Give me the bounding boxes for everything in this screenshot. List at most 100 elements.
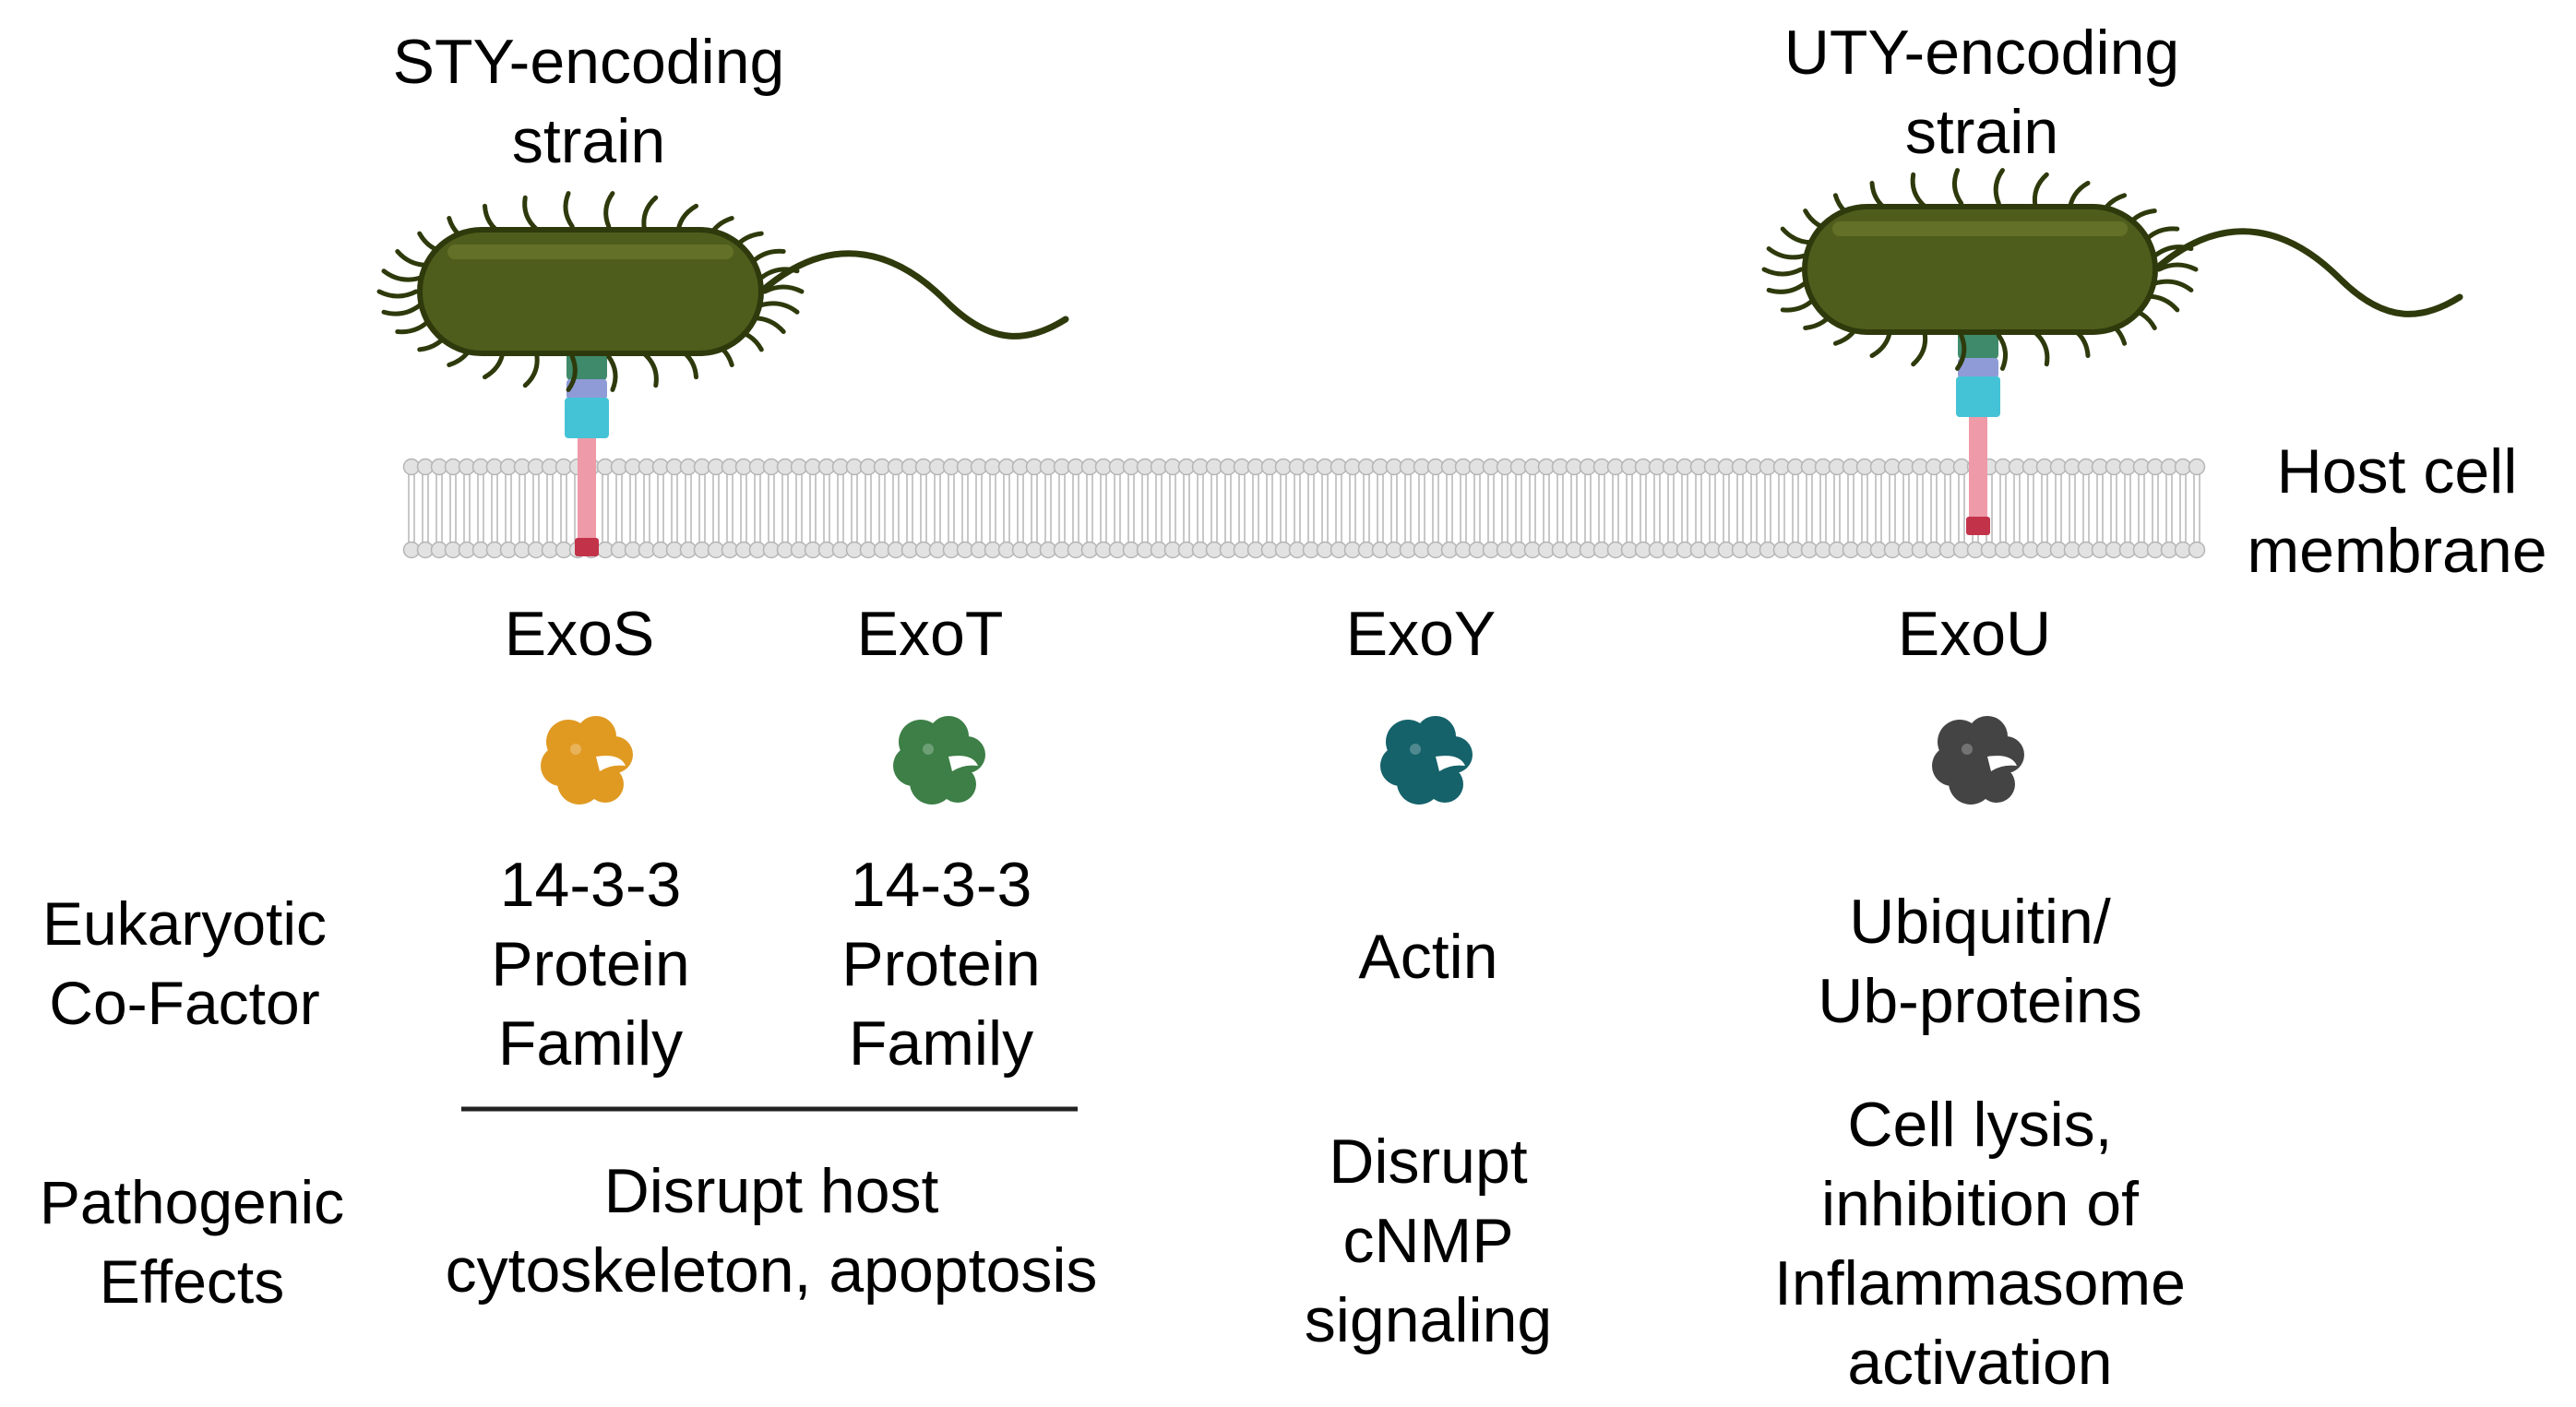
protein-exoy: [1380, 716, 1473, 805]
needle-shaft: [1969, 417, 1987, 528]
needle-shaft: [578, 438, 596, 549]
pilus: [641, 352, 659, 388]
pilus: [1993, 168, 2005, 206]
flagellum: [757, 250, 1069, 340]
pilus: [563, 191, 575, 229]
cofactor-exot-line-1: 14-3-3: [850, 850, 1032, 920]
pilus: [758, 301, 800, 315]
pilus: [1955, 333, 1967, 371]
bacteria-layer: [376, 168, 2463, 556]
membrane-label-line-1: Host cell: [2276, 436, 2518, 507]
pilus: [1911, 329, 1928, 367]
effects-exou-line-4: activation: [1847, 1328, 2113, 1398]
pilus: [381, 303, 423, 316]
effector-name-exos: ExoS: [504, 599, 655, 669]
needle-pore: [575, 538, 599, 556]
bacterium-highlight: [1832, 221, 2128, 236]
cofactor-exoy: Actin: [1358, 917, 1497, 996]
effects-exou: Cell lysis, inhibition of Inflammasome a…: [1774, 1085, 2186, 1402]
cofactor-exos-line-1: 14-3-3: [499, 850, 682, 920]
effector-name-exoy: ExoY: [1345, 599, 1497, 669]
bacterium-highlight: [447, 244, 733, 259]
pilus: [603, 191, 615, 229]
cofactor-exos: 14-3-3 Protein Family: [491, 845, 689, 1083]
pilus: [1766, 280, 1807, 294]
host-cell-membrane: [402, 458, 2206, 559]
sty-strain-label: STY-encoding strain: [393, 22, 785, 181]
effector-proteins-layer: [541, 716, 2024, 805]
cofactor-exoy-line-1: Actin: [1358, 922, 1498, 992]
membrane-label-line-2: membrane: [2247, 516, 2547, 586]
protein-cleft: [948, 756, 978, 771]
effects-exoy-line-3: signaling: [1304, 1285, 1553, 1355]
protein-exos: [541, 716, 633, 805]
protein-highlight: [570, 744, 581, 755]
bacterium-body: [417, 227, 764, 356]
needle-pore: [1966, 517, 1990, 535]
cofactor-row-line-2: Co-Factor: [49, 969, 320, 1037]
effects-exou-line-3: Inflammasome: [1774, 1248, 2186, 1318]
lipid-head: [2188, 458, 2206, 476]
protein-exot: [893, 716, 985, 805]
uty-strain-line-2: strain: [1904, 97, 2059, 167]
needle-ring: [566, 379, 607, 399]
protein-highlight: [923, 744, 934, 755]
pilus: [2156, 262, 2199, 272]
protein-highlight: [1410, 744, 1421, 755]
sty-strain-line-2: strain: [511, 106, 666, 176]
pilus: [566, 354, 578, 392]
effects-exoy-line-1: Disrupt: [1329, 1127, 1528, 1197]
effects-exou-line-1: Cell lysis,: [1847, 1090, 2113, 1160]
effects-exos-exot: Disrupt host cytoskeleton, apoptosis: [446, 1151, 1098, 1310]
lipid-head: [2188, 541, 2206, 559]
protein-exou: [1932, 716, 2024, 805]
protein-lobe: [921, 740, 961, 781]
pilus: [1996, 333, 2009, 371]
protein-lobe: [1960, 740, 2000, 781]
effects-row-line-1: Pathogenic: [39, 1168, 345, 1236]
pilus: [2153, 279, 2194, 292]
sty-bacterium: [376, 191, 1069, 556]
cofactor-exou: Ubiquitin/ Ub-proteins: [1818, 882, 2142, 1041]
effects-exou-line-2: inhibition of: [1820, 1169, 2140, 1239]
uty-strain-line-1: UTY-encoding: [1783, 18, 2180, 88]
pilus: [762, 284, 805, 294]
pilus: [1766, 246, 1807, 260]
effector-name-exot: ExoT: [856, 599, 1004, 669]
effects-exos-exot-line-2: cytoskeleton, apoptosis: [445, 1235, 1098, 1306]
pilus: [376, 289, 419, 299]
cofactor-exos-line-2: Protein: [491, 929, 690, 999]
effects-row-line-2: Effects: [99, 1247, 285, 1316]
pilus: [641, 195, 659, 232]
cofactor-exos-line-3: Family: [497, 1008, 684, 1079]
effects-exos-exot-line-1: Disrupt host: [603, 1156, 939, 1226]
pilus: [2032, 172, 2049, 209]
cofactor-exot-line-2: Protein: [841, 929, 1041, 999]
pilus: [522, 195, 540, 232]
needle-tip-chamber: [565, 398, 609, 438]
effector-name-exou: ExoU: [1897, 599, 2052, 669]
cofactor-exou-line-1: Ubiquitin/: [1849, 887, 2111, 957]
needle-tip-chamber: [1956, 376, 2000, 417]
needle-ring: [1958, 358, 1998, 378]
flagellum: [2152, 228, 2463, 317]
effects-exoy: Disrupt cNMP signaling: [1305, 1122, 1552, 1360]
pilus: [381, 268, 423, 282]
pilus: [606, 354, 618, 392]
cofactor-exot: 14-3-3 Protein Family: [841, 845, 1040, 1083]
cofactor-exou-line-2: Ub-proteins: [1818, 966, 2142, 1036]
protein-cleft: [1987, 756, 2017, 771]
pilus: [1910, 172, 1927, 209]
protein-highlight: [1962, 744, 1973, 755]
cofactor-row-label: Eukaryotic Co-Factor: [42, 884, 327, 1043]
uty-bacterium: [1761, 168, 2463, 535]
protein-lobe: [1408, 740, 1449, 781]
effects-row-label: Pathogenic Effects: [40, 1163, 344, 1321]
protein-cleft: [596, 756, 626, 771]
cofactor-exot-line-3: Family: [848, 1008, 1034, 1079]
bacterium-body: [1802, 204, 2158, 335]
pilus: [522, 352, 540, 388]
membrane-label: Host cell membrane: [2247, 432, 2546, 590]
